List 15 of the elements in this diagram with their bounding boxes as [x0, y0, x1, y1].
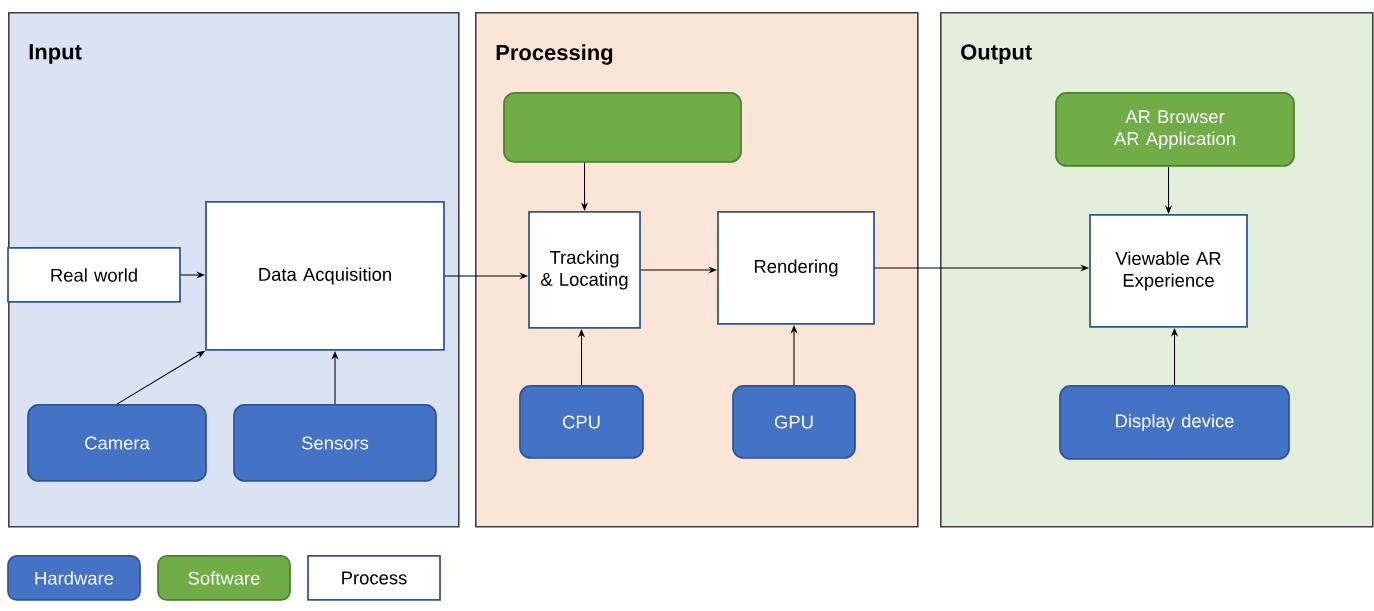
- legend-label: Software: [188, 571, 260, 585]
- process-box: Data Acquisition: [205, 201, 445, 351]
- process-box: Tracking & Locating: [528, 211, 641, 329]
- legend-label: Process: [342, 571, 407, 585]
- process-box: Rendering: [717, 211, 875, 325]
- software-box: AR Browser AR Application: [1055, 92, 1295, 167]
- software-box: [503, 92, 742, 163]
- hardware-box: Sensors: [233, 404, 437, 482]
- process-box: Viewable AR Experience: [1089, 214, 1248, 328]
- hardware-box: GPU: [732, 385, 856, 459]
- hardware-box: Camera: [27, 404, 207, 482]
- process-box: Real world: [7, 247, 181, 303]
- hardware-box: CPU: [519, 385, 644, 459]
- hardware-box: Display device: [1059, 385, 1290, 460]
- legend-label: Hardware: [35, 571, 114, 585]
